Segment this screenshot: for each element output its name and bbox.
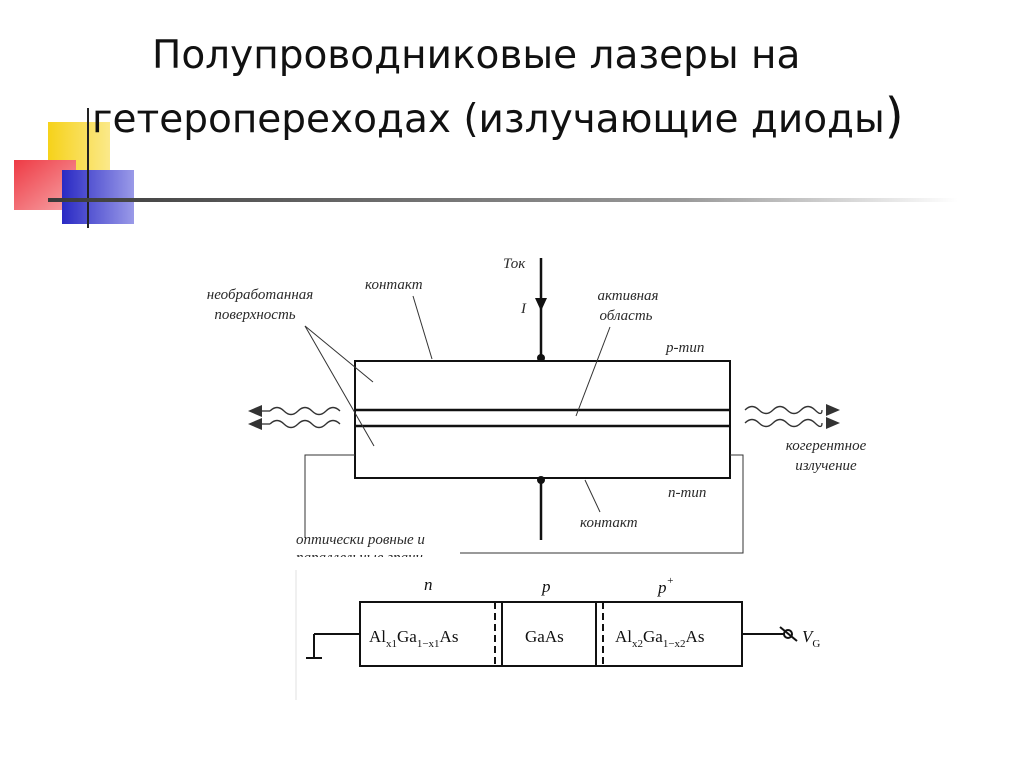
title-rule — [48, 198, 958, 202]
title-line-1: Полупроводниковые лазеры на — [152, 33, 801, 78]
title-line-2: гетеропереходах (излучающие диоды) — [92, 86, 992, 150]
region-p-plus-sup: + — [667, 575, 674, 587]
n-type-label: n-тип — [668, 485, 706, 501]
layer-n-x: x1 — [386, 638, 397, 650]
optical-faces-leader-left — [304, 454, 355, 538]
region-n-label: n — [424, 575, 433, 594]
active-region-leader — [575, 326, 611, 417]
layer-pp-1mx: 1−x2 — [663, 638, 686, 650]
blue-square — [62, 170, 134, 224]
region-p-label: p — [541, 577, 551, 596]
emission-left — [248, 405, 341, 430]
voltage-label: VG — [802, 627, 820, 650]
layer-pp-ga: Ga — [643, 627, 663, 646]
layer-pp-x: x2 — [632, 638, 643, 650]
p-type-label: p-тип — [665, 340, 704, 356]
current-symbol: I — [520, 301, 527, 317]
contact-top-leader — [412, 295, 433, 360]
laser-chip — [354, 360, 731, 479]
layer-n-1mx: 1−x1 — [417, 638, 440, 650]
optical-faces-leader-right — [460, 454, 744, 554]
contact-bottom-label: контакт — [580, 515, 638, 531]
layer-n-formula: Alx1Ga1−x1As — [369, 627, 458, 650]
title-line-2-text: гетеропереходах (излучающие диоды — [92, 97, 885, 142]
title-paren: ) — [884, 88, 904, 144]
voltage-symbol: V — [802, 627, 815, 646]
contact-bottom-leader — [584, 479, 601, 513]
voltage-terminal-icon — [742, 626, 798, 642]
active-region-label-2: область — [599, 308, 652, 324]
layer-p-formula: GaAs — [525, 627, 564, 646]
optical-faces-label-1: оптически ровные и — [296, 532, 425, 548]
layer-n-ga: Ga — [397, 627, 417, 646]
region-p-plus-base: p — [657, 578, 667, 597]
interface-right — [595, 602, 604, 666]
ground-icon — [306, 633, 360, 659]
layer-n-al: Al — [369, 627, 386, 646]
region-p-plus-label: p+ — [657, 575, 674, 597]
voltage-sub: G — [812, 638, 820, 650]
layer-pp-as: As — [686, 627, 705, 646]
page-title: Полупроводниковые лазеры на гетероперехо… — [92, 26, 992, 150]
layer-p-plus-formula: Alx2Ga1−x2As — [615, 627, 704, 650]
optical-faces-label-2: параллельные грани — [296, 550, 423, 566]
emission-right — [744, 404, 840, 429]
rough-surface-label-1: необработанная — [207, 287, 313, 303]
interface-left — [494, 602, 503, 666]
current-arrowhead — [535, 298, 547, 311]
layer-pp-al: Al — [615, 627, 632, 646]
rough-surface-label-2: поверхность — [214, 307, 295, 323]
coherent-label-2: излучение — [795, 458, 857, 474]
coherent-label-1: когерентное — [786, 438, 867, 454]
layer-n-as: As — [440, 627, 459, 646]
rough-surface-leader-2 — [304, 325, 375, 447]
contact-top-label: контакт — [365, 277, 423, 293]
current-label: Ток — [503, 256, 526, 272]
rough-surface-leader-1 — [304, 325, 374, 383]
active-region-label-1: активная — [597, 288, 658, 304]
